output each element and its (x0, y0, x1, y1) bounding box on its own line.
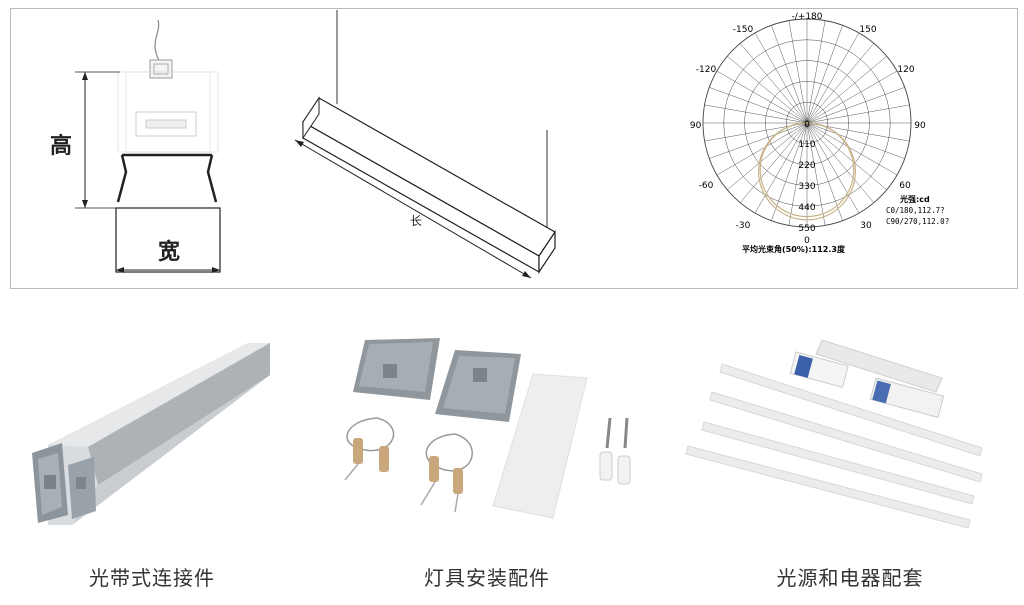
height-label: 高 (50, 134, 73, 159)
polar-angle-right-30: 30 (860, 221, 872, 231)
polar-top-angle: -/+180 (792, 12, 823, 22)
polar-intensity-diagram: -/+180 -150 -120 -90 -60 -30 150 120 90 … (690, 12, 949, 254)
light-source-photo (685, 339, 983, 529)
curve-c90 (757, 122, 857, 221)
intensity-curves (757, 122, 857, 221)
intensity-unit: 光强:cd (899, 194, 930, 204)
front-view-drawing (75, 19, 221, 273)
accessories-photo (344, 338, 631, 519)
polar-angle-left-150: -150 (733, 25, 754, 35)
width-label: 宽 (158, 240, 181, 265)
beam-angle-text: 平均光束角(50%):112.3度 (742, 244, 846, 254)
connector-photo (32, 343, 270, 525)
polar-angle-right-150: 150 (859, 25, 876, 35)
polar-bottom-angle: 0 (804, 236, 810, 246)
caption-connector: 光带式连接件 (89, 566, 215, 590)
radial-value: 440 (798, 203, 815, 213)
polar-angle-right-60: 60 (899, 181, 911, 191)
radial-value-labels: 0 110 220 330 440 550 (798, 120, 815, 234)
polar-angle-left-90: -90 (690, 121, 702, 131)
radial-value: 550 (798, 224, 815, 234)
curve-c0-legend: C0/180,112.7? (886, 206, 945, 215)
polar-angle-right-120: 120 (897, 65, 914, 75)
radial-value: 330 (798, 182, 815, 192)
polar-angle-left-120: -120 (696, 65, 717, 75)
curve-c90-legend: C90/270,112.0? (886, 217, 949, 226)
radial-value: 220 (798, 161, 815, 171)
caption-light-source: 光源和电器配套 (776, 566, 924, 590)
length-view-drawing (294, 10, 556, 279)
polar-angle-right-90: 90 (914, 121, 926, 131)
polar-angle-left-60: -60 (699, 181, 714, 191)
caption-accessories: 灯具安装配件 (424, 566, 550, 590)
polar-angle-left-30: -30 (736, 221, 751, 231)
length-label: 长 (410, 214, 423, 228)
radial-value: 0 (804, 120, 810, 130)
radial-value: 110 (798, 140, 815, 150)
